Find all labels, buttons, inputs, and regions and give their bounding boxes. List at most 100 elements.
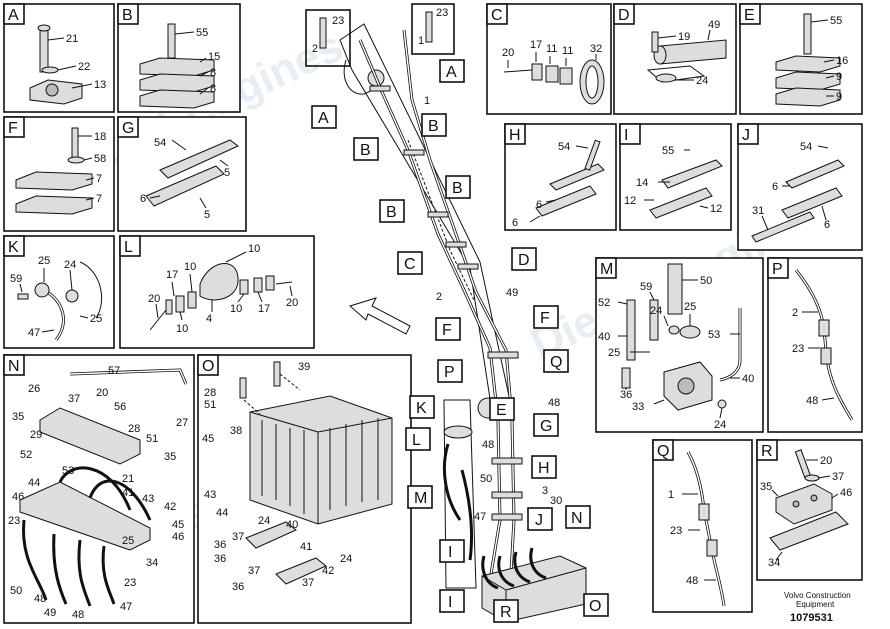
callout-label: 50 — [10, 585, 22, 597]
callout-label: 51 — [204, 399, 216, 411]
panel-q: Q 1 23 48 — [652, 439, 753, 613]
footer-line2: Equipment — [796, 600, 835, 609]
callout-label: 17 — [258, 303, 270, 315]
callout-label: 22 — [78, 61, 90, 73]
callout-label: 34 — [146, 557, 158, 569]
panel-n-letter: N — [8, 358, 20, 375]
callout-label: 35 — [760, 481, 772, 493]
callout-label: 12 — [624, 195, 636, 207]
panel-n: N 57 26 37 20 56 35 29 28 51 27 52 35 53… — [3, 354, 195, 624]
callout-label: 14 — [636, 177, 648, 189]
tag-letter: P — [444, 364, 455, 381]
callout-label: 5 — [204, 209, 210, 221]
tag-letter: G — [540, 418, 552, 435]
callout-label: 52 — [598, 297, 610, 309]
panel-j-letter: J — [742, 127, 750, 144]
panel-k: K 25 59 24 47 25 — [3, 235, 115, 349]
callout-label: 44 — [216, 507, 228, 519]
callout-label: 48 — [686, 575, 698, 587]
callout-label: 17 — [166, 269, 178, 281]
callout-label: 56 — [114, 401, 126, 413]
callout-label: 16 — [836, 55, 848, 67]
tag-letter: M — [414, 490, 427, 507]
callout-label: 50 — [480, 473, 492, 485]
tag-letter: I — [448, 544, 452, 561]
callout-label: 32 — [590, 43, 602, 55]
panel-l-letter: L — [124, 239, 133, 256]
panel-f-letter: F — [8, 120, 18, 137]
panel-r-letter: R — [761, 443, 773, 460]
callout-label: 46 — [840, 487, 852, 499]
callout-label: 6 — [512, 217, 518, 229]
callout-label: 18 — [94, 131, 106, 143]
callout-label: 10 — [184, 261, 196, 273]
callout-label: 49 — [44, 607, 56, 619]
callout-label: 6 — [824, 219, 830, 231]
callout-label: 53 — [708, 329, 720, 341]
callout-label: 8 — [210, 83, 216, 95]
panel-h: H 54 6 6 — [504, 123, 617, 231]
panel-i: I 55 14 12 12 — [619, 123, 732, 231]
callout-label: 23 — [124, 577, 136, 589]
tag-letter: A — [446, 64, 457, 81]
callout-label: 23 — [332, 15, 344, 27]
panel-d: D 19 49 24 — [613, 3, 737, 115]
callout-label: 6 — [536, 199, 542, 211]
callout-label: 37 — [302, 577, 314, 589]
callout-label: 54 — [154, 137, 166, 149]
callout-label: 40 — [598, 331, 610, 343]
callout-label: 27 — [176, 417, 188, 429]
callout-label: 42 — [322, 565, 334, 577]
callout-label: 24 — [650, 305, 662, 317]
callout-label: 26 — [28, 383, 40, 395]
callout-label: 5 — [224, 167, 230, 179]
callout-label: 11 — [546, 43, 557, 55]
tag-letter: C — [404, 256, 416, 273]
callout-label: 37 — [232, 531, 244, 543]
callout-label: 20 — [502, 47, 514, 59]
callout-label: 2 — [436, 291, 442, 303]
callout-label: 51 — [146, 433, 158, 445]
callout-label: 33 — [632, 401, 644, 413]
callout-label: 35 — [164, 451, 176, 463]
callout-label: 54 — [800, 141, 812, 153]
callout-label: 25 — [90, 313, 102, 325]
callout-label: 31 — [752, 205, 764, 217]
callout-label: 21 — [122, 473, 134, 485]
callout-label: 12 — [710, 203, 722, 215]
callout-label: 36 — [620, 389, 632, 401]
callout-label: 13 — [94, 79, 106, 91]
tag-letter: B — [428, 118, 439, 135]
panel-j: J 54 6 31 6 — [737, 123, 863, 251]
callout-label: 46 — [172, 531, 184, 543]
tag-letter: R — [500, 604, 512, 621]
callout-label: 48 — [548, 397, 560, 409]
panel-g: G 54 6 5 5 — [117, 116, 247, 232]
callout-label: 1 — [668, 489, 674, 501]
callout-label: 24 — [696, 75, 708, 87]
panel-c: C 20 17 11 11 32 — [486, 3, 612, 115]
tag-letter: D — [518, 252, 530, 269]
callout-label: 1 — [424, 95, 430, 107]
callout-label: 6 — [772, 181, 778, 193]
callout-label: 24 — [258, 515, 270, 527]
callout-label: 47 — [120, 601, 132, 613]
tag-letter: F — [442, 322, 452, 339]
panel-l: L 10 17 10 20 10 4 10 17 20 — [119, 235, 315, 349]
callout-label: 44 — [28, 477, 40, 489]
callout-label: 52 — [20, 449, 32, 461]
callout-label: 36 — [232, 581, 244, 593]
callout-label: 37 — [832, 471, 844, 483]
tag-letter: H — [538, 460, 550, 477]
footer-maker: Volvo Construction — [784, 591, 851, 600]
panel-a-letter: A — [8, 7, 19, 24]
callout-label: 36 — [214, 553, 226, 565]
callout-label: 45 — [202, 433, 214, 445]
callout-label: 41 — [300, 541, 312, 553]
callout-label: 24 — [340, 553, 352, 565]
panel-e: E 55 16 9 9 — [739, 3, 863, 115]
callout-label: 43 — [142, 493, 154, 505]
callout-label: 24 — [714, 419, 726, 431]
callout-label: 30 — [550, 495, 562, 507]
main-tags: A A B B B B C D F F P Q K L M E G H I I … — [311, 59, 609, 623]
